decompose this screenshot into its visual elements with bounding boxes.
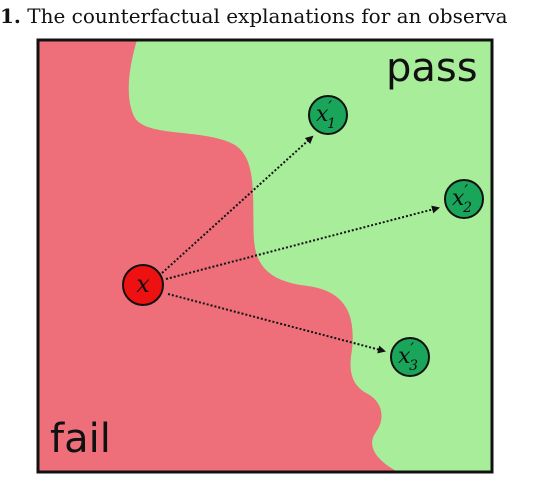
counterfactual-1-base: x (316, 102, 329, 127)
pass-label: pass (386, 45, 478, 91)
arrow-to-counterfactual-1 (161, 135, 314, 274)
svg-text:x′1: x′1 (316, 97, 336, 132)
observation-node: x (122, 264, 164, 306)
counterfactual-3-sub: 3 (409, 358, 418, 374)
counterfactual-3-base: x (398, 344, 411, 369)
figure-number: 1. (0, 4, 21, 28)
fail-region (38, 40, 398, 472)
counterfactual-1-sub: 1 (327, 116, 336, 132)
fail-label: fail (50, 416, 111, 462)
counterfactual-3-prime: ′ (410, 339, 414, 358)
counterfactual-node-1: x′1 (308, 95, 348, 135)
counterfactual-node-3: x′3 (390, 337, 430, 377)
observation-label: x (136, 270, 150, 298)
arrow-to-counterfactual-2 (165, 205, 440, 280)
figure-caption: 1. The counterfactual explanations for a… (0, 2, 508, 30)
counterfactual-2-sub: 2 (462, 200, 472, 216)
counterfactual-2-base: x (452, 186, 465, 211)
svg-text:x′2: x′2 (452, 181, 472, 216)
diagram-frame (36, 38, 494, 474)
counterfactual-1-prime: ′ (328, 97, 332, 116)
svg-text:x′3: x′3 (398, 339, 418, 374)
caption-text: The counterfactual explanations for an o… (27, 4, 508, 28)
arrow-to-counterfactual-3 (167, 293, 386, 354)
counterfactual-node-2: x′2 (444, 179, 484, 219)
counterfactual-2-prime: ′ (464, 181, 468, 200)
